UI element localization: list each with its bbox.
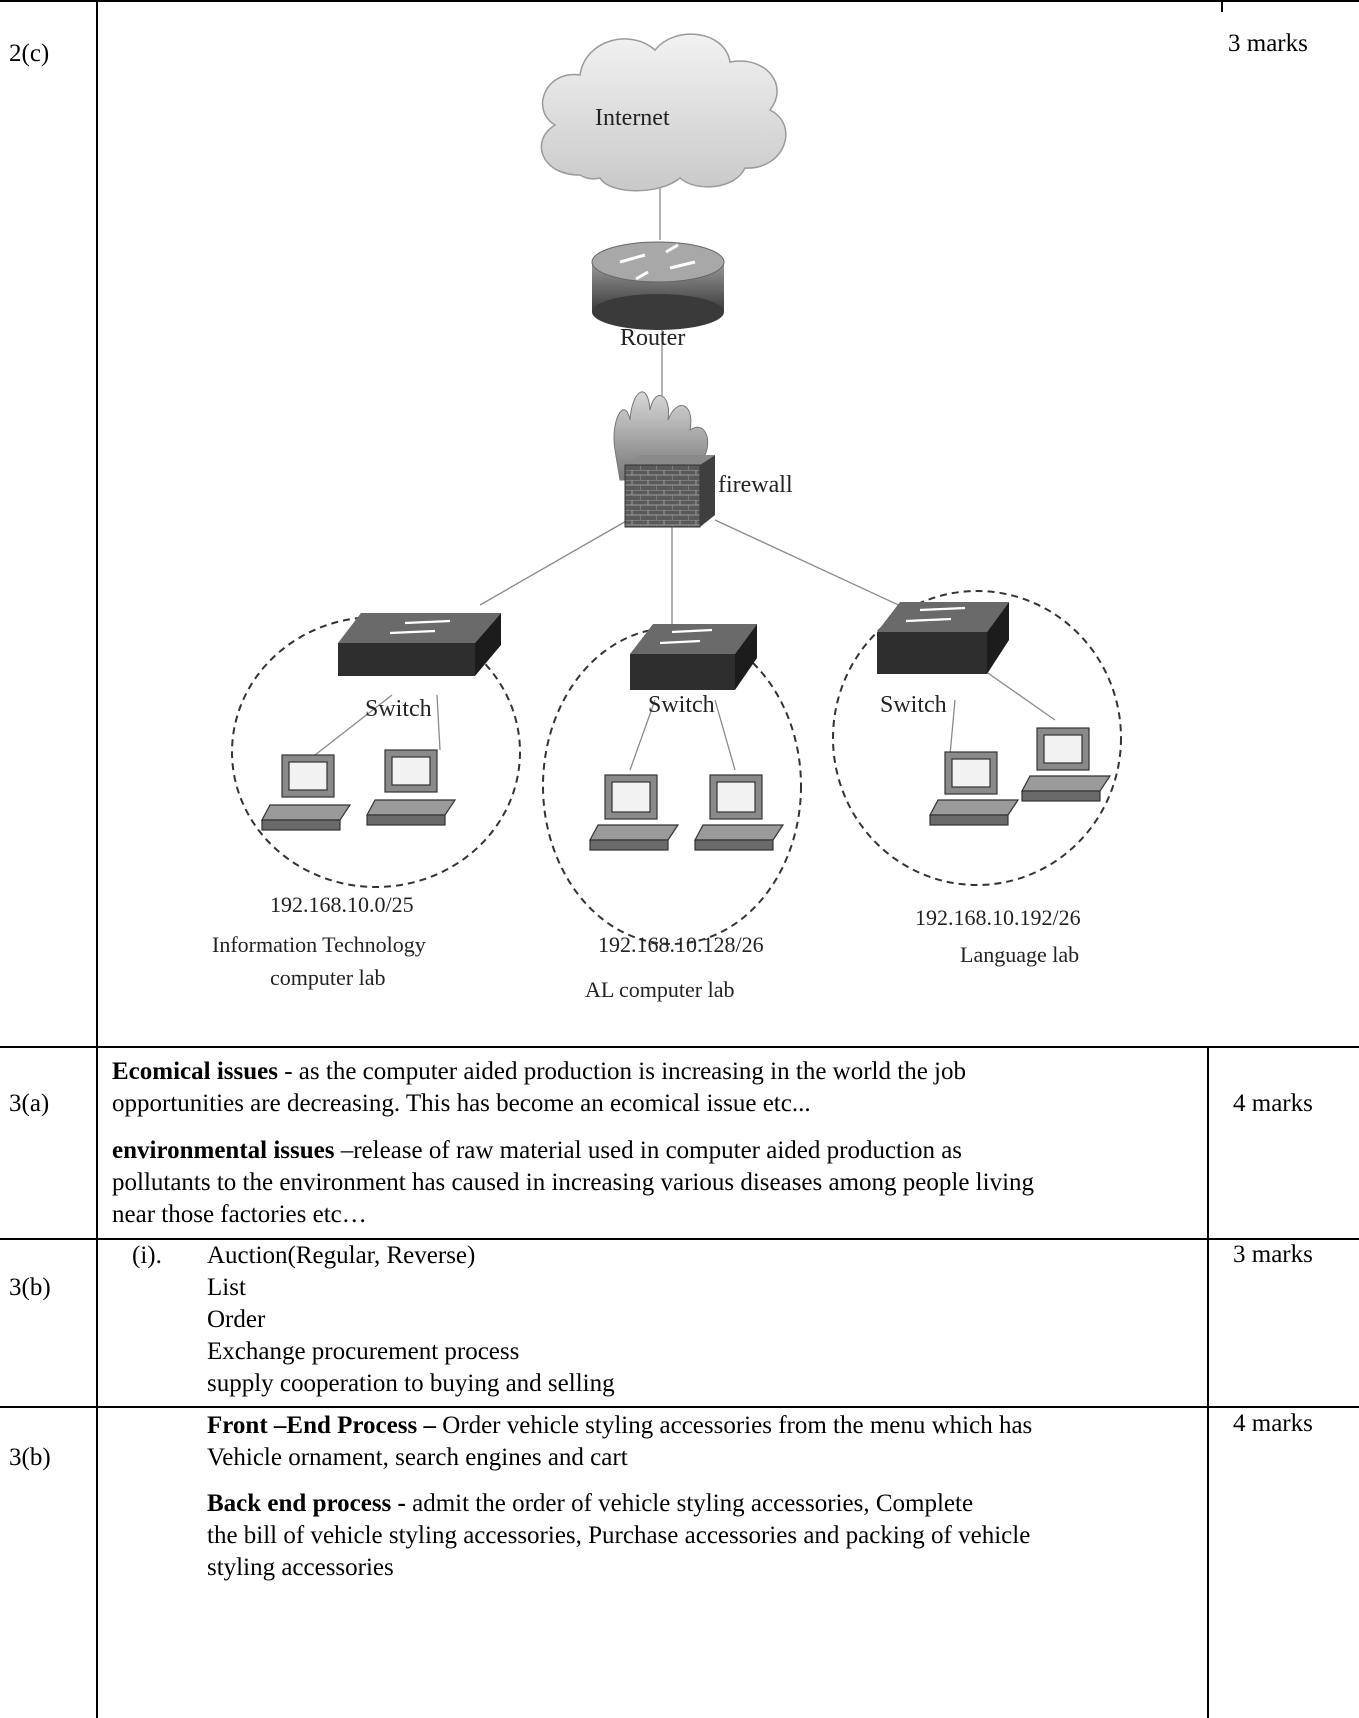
network-links (314, 185, 1056, 771)
question-label-3a: 3(a) (9, 1090, 50, 1117)
text-line: –release of raw material used in compute… (334, 1137, 963, 1164)
switch-icon-language (877, 602, 1009, 674)
internet-cloud-icon (540, 33, 787, 192)
marks-3b-first: 3 marks (1233, 1241, 1313, 1268)
internet-label: Internet (595, 105, 670, 131)
lab-name-language: Language lab (960, 942, 1079, 967)
answer-3b-front-end: Front –End Process – Order vehicle styli… (207, 1410, 1207, 1474)
heading-back-end-process: Back end process - (207, 1490, 406, 1517)
list-item: supply cooperation to buying and selling (207, 1370, 615, 1397)
question-label-2c: 2(c) (9, 40, 50, 67)
subnet-label-al: 192.168.10.128/26 (598, 932, 764, 957)
switch-icon-it (338, 613, 501, 676)
computer-icon (366, 749, 457, 826)
text-line: Order vehicle styling accessories from t… (435, 1412, 1033, 1439)
marks-3b-second: 4 marks (1233, 1410, 1313, 1437)
marks-3a: 4 marks (1233, 1090, 1313, 1117)
heading-economical-issues: Ecomical issues (112, 1058, 278, 1085)
firewall-icon (613, 391, 715, 528)
subnet-label-language: 192.168.10.192/26 (915, 905, 1081, 930)
text-line: pollutants to the environment has caused… (112, 1169, 1035, 1196)
row-divider-1 (0, 1046, 1359, 1048)
text-line: admit the order of vehicle styling acces… (405, 1490, 974, 1517)
network-diagram: Internet Router firewall Switch Switch S… (212, 33, 1122, 1002)
computer-icon (1021, 727, 1112, 802)
list-item: List (207, 1274, 246, 1301)
firewall-label: firewall (718, 472, 793, 498)
answer-3b-back-end: Back end process - admit the order of ve… (207, 1488, 1207, 1584)
text-line: opportunities are decreasing. This has b… (112, 1090, 811, 1117)
question-label-3b-first: 3(b) (9, 1274, 51, 1301)
list-item: Order (207, 1306, 266, 1333)
text-line: Vehicle ornament, search engines and car… (207, 1444, 628, 1471)
list-item: Exchange procurement process (207, 1338, 520, 1365)
lab-boundary-it (231, 616, 521, 888)
switch-label-al: Switch (648, 692, 715, 718)
computer-icons (261, 727, 1112, 851)
lab-name-it-line1: Information Technology (212, 932, 426, 957)
list-item: Auction(Regular, Reverse) (207, 1242, 476, 1269)
computer-icon (929, 751, 1020, 826)
table-border-top (0, 0, 1359, 2)
lab-name-al: AL computer lab (585, 977, 734, 1002)
list-marker: (i). (132, 1242, 162, 1269)
heading-environmental-issues: environmental issues (112, 1137, 335, 1164)
question-label-3b-second: 3(b) (9, 1444, 51, 1471)
computer-icon (589, 774, 680, 851)
subnet-label-it: 192.168.10.0/25 (270, 892, 414, 917)
row-divider-3 (0, 1406, 1359, 1408)
lab-boundary-language (832, 590, 1122, 886)
computer-icon (261, 754, 352, 831)
answer-3a-economic: Ecomical issues - as the computer aided … (112, 1056, 1202, 1120)
router-icon (591, 241, 725, 330)
switch-label-language: Switch (880, 692, 947, 718)
answer-3a-environmental: environmental issues –release of raw mat… (112, 1135, 1202, 1231)
table-divider-marks-col-upper (1221, 0, 1223, 12)
text-line: the bill of vehicle styling accessories,… (207, 1522, 1031, 1549)
table-divider-question-col (96, 0, 98, 1718)
text-line: styling accessories (207, 1554, 394, 1581)
row-divider-2 (0, 1238, 1359, 1240)
marks-2c: 3 marks (1228, 30, 1308, 57)
computer-icon (694, 774, 785, 851)
text-line: - as the computer aided production is in… (277, 1058, 966, 1085)
lab-name-it-line2: computer lab (270, 965, 385, 990)
table-divider-marks-col (1207, 1046, 1209, 1718)
text-line: near those factories etc… (112, 1201, 367, 1228)
answer-3b-list: Auction(Regular, Reverse) List Order Exc… (207, 1240, 615, 1400)
router-label: Router (620, 325, 685, 351)
switch-label-it: Switch (365, 696, 432, 722)
heading-front-end-process: Front –End Process – (207, 1412, 436, 1439)
switch-icon-al (630, 624, 757, 690)
